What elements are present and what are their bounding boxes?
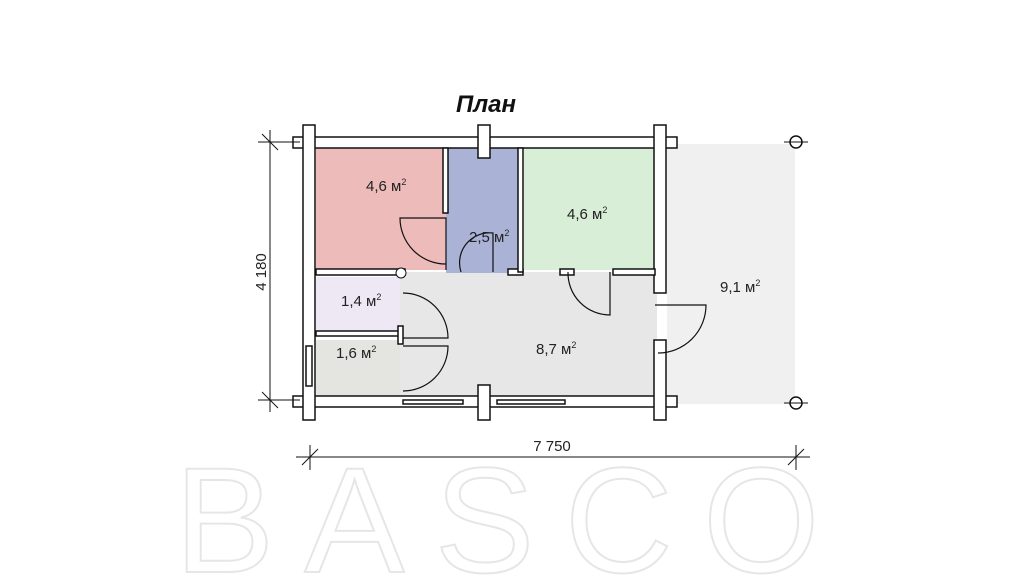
steam-room-fill: [316, 148, 446, 270]
small-room-2-fill: [316, 340, 400, 396]
hall-fill: [400, 272, 657, 396]
dimension-width-label: 7 750: [533, 438, 571, 455]
room-area-small-room-2: 1,6 м2: [336, 344, 376, 362]
column: [395, 267, 407, 279]
dimension-height-label: 4 180: [253, 253, 270, 291]
room-area-small-room-1: 1,4 м2: [341, 292, 381, 310]
dimension-width: [296, 445, 810, 470]
room-area-steam-room: 4,6 м2: [366, 177, 406, 195]
terrace-fill: [667, 144, 795, 404]
room-area-terrace: 9,1 м2: [720, 278, 760, 296]
room-area-rest-room: 4,6 м2: [567, 205, 607, 223]
small-room-1-fill: [316, 277, 400, 331]
watermark: BASCO: [174, 436, 849, 576]
plan-title: План: [456, 91, 517, 118]
room-area-washroom: 2,5 м2: [469, 228, 509, 246]
washroom-fill: [446, 148, 518, 273]
doors: [395, 217, 707, 392]
room-area-hall: 8,7 м2: [536, 340, 576, 358]
rest-room-fill: [524, 148, 655, 270]
dimension-height: [258, 130, 300, 412]
